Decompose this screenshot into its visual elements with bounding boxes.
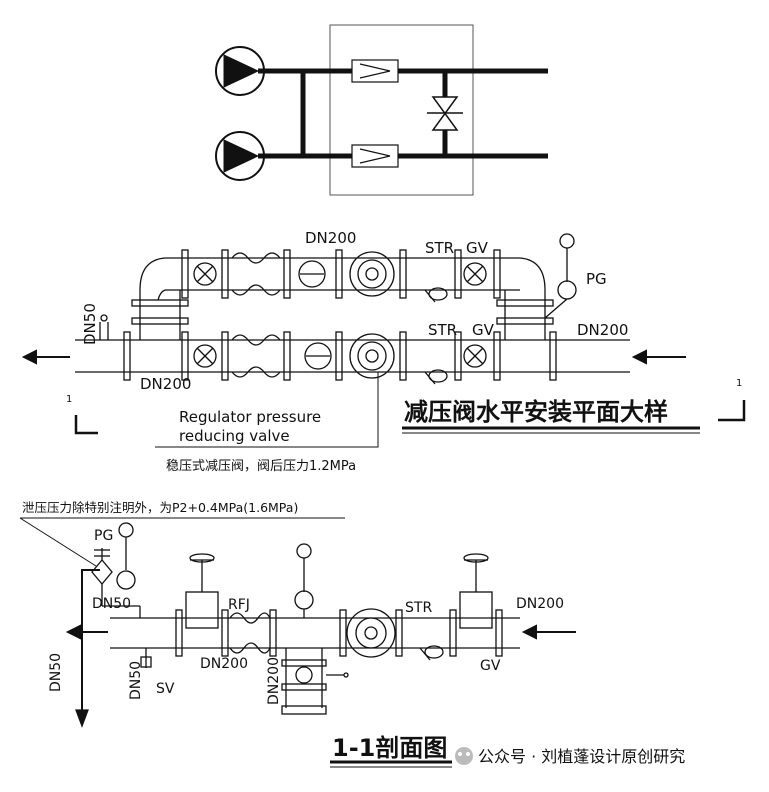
label-str-section: STR (405, 600, 432, 616)
watermark-text: 公众号 · 刘植蓬设计原创研究 (478, 747, 685, 766)
prv-symbol-icon (351, 144, 399, 168)
plan-view (21, 233, 746, 448)
relief-note: 泄压压力除特别注明外，为P2+0.4MPa(1.6MPa) (22, 500, 298, 515)
gate-valve-icon (185, 553, 219, 629)
label-dn200-section-b: DN200 (266, 657, 282, 705)
schematic-diagram (215, 24, 548, 196)
label-dn200-bottom-left: DN200 (140, 375, 191, 393)
pump-icon (215, 46, 265, 96)
label-gv-mid: GV (472, 321, 495, 339)
pressure-gauge-icon (116, 522, 136, 590)
flange-set-lower (123, 331, 557, 381)
butterfly-valve-icon (193, 262, 487, 368)
flow-arrow-left-icon (65, 624, 108, 640)
label-dn200-section-right: DN200 (516, 596, 564, 612)
label-dn50-small: DN50 (128, 661, 144, 700)
plan-labels: DN200 STR GV PG DN50 STR GV DN200 DN200 … (66, 229, 742, 474)
label-dn50-section-top: DN50 (92, 596, 131, 612)
section-view (19, 517, 576, 768)
section-number-right: 1 (736, 378, 742, 389)
dn50-drain-icon (99, 314, 109, 340)
gate-valve-icon (459, 553, 493, 629)
regulator-label-en-2: reducing valve (179, 427, 290, 445)
label-sv: SV (156, 681, 175, 697)
label-pg-plan: PG (586, 270, 607, 288)
prv-symbol-icon (351, 59, 399, 83)
section-title: 1-1剖面图 (332, 734, 447, 762)
label-pg-section: PG (94, 528, 113, 544)
label-dn50-plan: DN50 (81, 303, 99, 345)
pressure-reducing-valve-icon (349, 251, 395, 379)
pressure-gauge-icon (544, 233, 577, 319)
flow-arrow-left-icon (21, 349, 70, 365)
section-mark-right (718, 400, 746, 422)
plan-title: 减压阀水平安装平面大样 (404, 398, 668, 426)
flow-arrow-left-icon (631, 349, 686, 365)
pressure-gauge-icon (294, 543, 314, 618)
watermark-logo-icon (455, 747, 473, 765)
label-gv-top: GV (466, 239, 489, 257)
pressure-reducing-valve-icon (346, 608, 396, 658)
flow-meter-icon (298, 260, 332, 370)
label-dn200-section-a: DN200 (200, 656, 248, 672)
label-dn50-vertical: DN50 (48, 653, 64, 692)
y-strainer-icon (424, 287, 448, 385)
flange-set-section (175, 609, 503, 657)
section-number-left: 1 (66, 394, 72, 405)
y-strainer-icon (419, 645, 444, 661)
schematic-pipes (258, 68, 548, 159)
label-str-mid: STR (428, 321, 457, 339)
label-gv-section: GV (480, 658, 501, 674)
label-dn200-right: DN200 (577, 321, 628, 339)
relief-valve-icon (91, 548, 141, 618)
label-rfj: RFJ (228, 597, 250, 613)
label-dn200-top: DN200 (305, 229, 356, 247)
regulator-label-cn: 稳压式减压阀，阀后压力1.2MPa (166, 458, 356, 474)
label-str-top: STR (425, 239, 454, 257)
gate-valve-icon (427, 96, 463, 131)
flexible-joint-icon (231, 252, 281, 378)
flexible-joint-icon (229, 612, 271, 654)
valve-room-frame (329, 24, 474, 196)
flange-set-upper (181, 249, 501, 299)
pump-icon (215, 131, 265, 181)
sampling-valve-icon (140, 648, 152, 668)
section-labels: 泄压压力除特别注明外，为P2+0.4MPa(1.6MPa) PG DN50 DN… (22, 500, 685, 766)
flow-arrow-left-icon (521, 624, 576, 640)
regulator-label-en-1: Regulator pressure (179, 408, 321, 426)
section-mark-left (74, 415, 98, 435)
